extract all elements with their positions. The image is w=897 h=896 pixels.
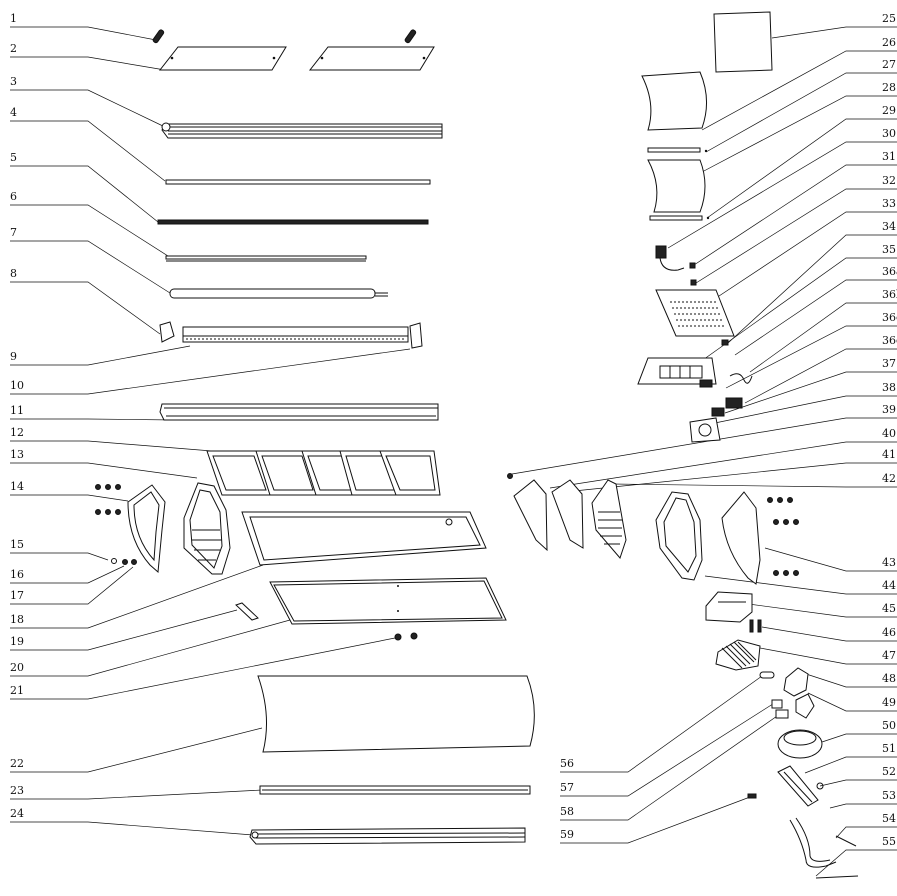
label-19: 19 bbox=[10, 635, 24, 648]
label-45: 45 bbox=[882, 602, 896, 615]
label-11: 11 bbox=[10, 404, 24, 417]
right-labels: 25 26 27 28 29 30 31 32 33 34 35 36a 36b… bbox=[882, 12, 897, 848]
pan-set bbox=[206, 450, 441, 496]
label-30: 30 bbox=[882, 127, 896, 140]
label-41: 41 bbox=[882, 448, 896, 461]
label-26: 26 bbox=[882, 36, 896, 49]
left-labels: 1 2 3 4 5 6 7 8 9 10 11 12 13 14 15 16 1… bbox=[10, 12, 24, 820]
label-37: 37 bbox=[882, 357, 896, 370]
label-47: 47 bbox=[882, 649, 896, 662]
label-35: 35 bbox=[882, 243, 896, 256]
label-46: 46 bbox=[882, 626, 896, 639]
label-5: 5 bbox=[10, 151, 17, 164]
label-42: 42 bbox=[882, 472, 896, 485]
label-40: 40 bbox=[882, 427, 896, 440]
label-21: 21 bbox=[10, 684, 24, 697]
label-57: 57 bbox=[560, 781, 574, 794]
label-59: 59 bbox=[560, 828, 574, 841]
label-2: 2 bbox=[10, 42, 17, 55]
condenser bbox=[715, 639, 761, 671]
label-3: 3 bbox=[10, 75, 17, 88]
label-49: 49 bbox=[882, 696, 896, 709]
label-25: 25 bbox=[882, 12, 896, 25]
label-13: 13 bbox=[10, 448, 24, 461]
label-27: 27 bbox=[882, 58, 896, 71]
left-parts bbox=[95, 29, 535, 845]
label-36a: 36a bbox=[882, 265, 897, 278]
mid-labels: 56 57 58 59 bbox=[560, 757, 574, 841]
label-12: 12 bbox=[10, 426, 24, 439]
label-43: 43 bbox=[882, 556, 896, 569]
label-23: 23 bbox=[10, 784, 24, 797]
label-54: 54 bbox=[882, 812, 896, 825]
label-53: 53 bbox=[882, 789, 896, 802]
label-16: 16 bbox=[10, 568, 24, 581]
label-28: 28 bbox=[882, 81, 896, 94]
label-18: 18 bbox=[10, 613, 24, 626]
label-29: 29 bbox=[882, 104, 896, 117]
right-parts bbox=[507, 11, 859, 879]
label-31: 31 bbox=[882, 150, 896, 163]
label-55: 55 bbox=[882, 835, 896, 848]
label-14: 14 bbox=[10, 480, 24, 493]
label-50: 50 bbox=[882, 719, 896, 732]
label-17: 17 bbox=[10, 589, 24, 602]
label-36d: 36d bbox=[882, 334, 897, 347]
left-leader-lines bbox=[10, 26, 411, 836]
label-22: 22 bbox=[10, 757, 24, 770]
label-48: 48 bbox=[882, 672, 896, 685]
label-7: 7 bbox=[10, 226, 17, 239]
label-9: 9 bbox=[10, 350, 17, 363]
label-52: 52 bbox=[882, 765, 896, 778]
label-56: 56 bbox=[560, 757, 574, 770]
label-51: 51 bbox=[882, 742, 896, 755]
label-20: 20 bbox=[10, 661, 24, 674]
label-32: 32 bbox=[882, 174, 896, 187]
label-8: 8 bbox=[10, 267, 17, 280]
label-34: 34 bbox=[882, 220, 896, 233]
label-15: 15 bbox=[10, 538, 24, 551]
label-10: 10 bbox=[10, 379, 24, 392]
label-58: 58 bbox=[560, 805, 574, 818]
label-36b: 36b bbox=[882, 288, 897, 301]
label-24: 24 bbox=[10, 807, 24, 820]
label-4: 4 bbox=[10, 106, 17, 119]
label-33: 33 bbox=[882, 197, 896, 210]
label-39: 39 bbox=[882, 403, 896, 416]
label-1: 1 bbox=[10, 12, 17, 25]
label-44: 44 bbox=[882, 579, 896, 592]
label-38: 38 bbox=[882, 381, 896, 394]
right-leader-lines bbox=[511, 26, 897, 877]
label-36c: 36c bbox=[882, 311, 897, 324]
label-6: 6 bbox=[10, 190, 17, 203]
